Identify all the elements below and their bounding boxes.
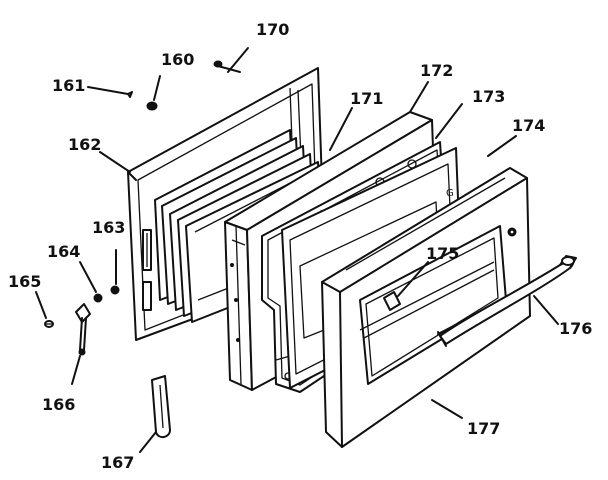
label-160: 160	[161, 50, 194, 69]
label-170: 170	[256, 20, 289, 39]
label-163: 163	[92, 218, 125, 237]
part-164-fastener	[93, 293, 103, 303]
label-177: 177	[467, 419, 500, 438]
part-163-fastener	[110, 285, 120, 295]
part-166-hinge-pin	[75, 303, 91, 356]
part-176-door-handle	[437, 255, 577, 347]
label-167: 167	[101, 453, 134, 472]
part-167-hinge-cover	[151, 375, 171, 438]
part-177-outer-door-panel	[321, 167, 531, 448]
label-171: 171	[350, 89, 383, 108]
part-165-screw	[44, 320, 54, 328]
label-174: 174	[512, 116, 545, 135]
label-172: 172	[420, 61, 453, 80]
label-165: 165	[8, 272, 41, 291]
label-162: 162	[68, 135, 101, 154]
label-166: 166	[42, 395, 75, 414]
label-175: 175	[426, 244, 459, 263]
label-173: 173	[472, 87, 505, 106]
leader-lines	[35, 47, 559, 453]
svg-text:G: G	[446, 188, 454, 199]
label-176: 176	[559, 319, 592, 338]
label-164: 164	[47, 242, 80, 261]
label-161: 161	[52, 76, 85, 95]
part-160-screw	[146, 101, 158, 111]
part-170-screw	[213, 60, 241, 73]
